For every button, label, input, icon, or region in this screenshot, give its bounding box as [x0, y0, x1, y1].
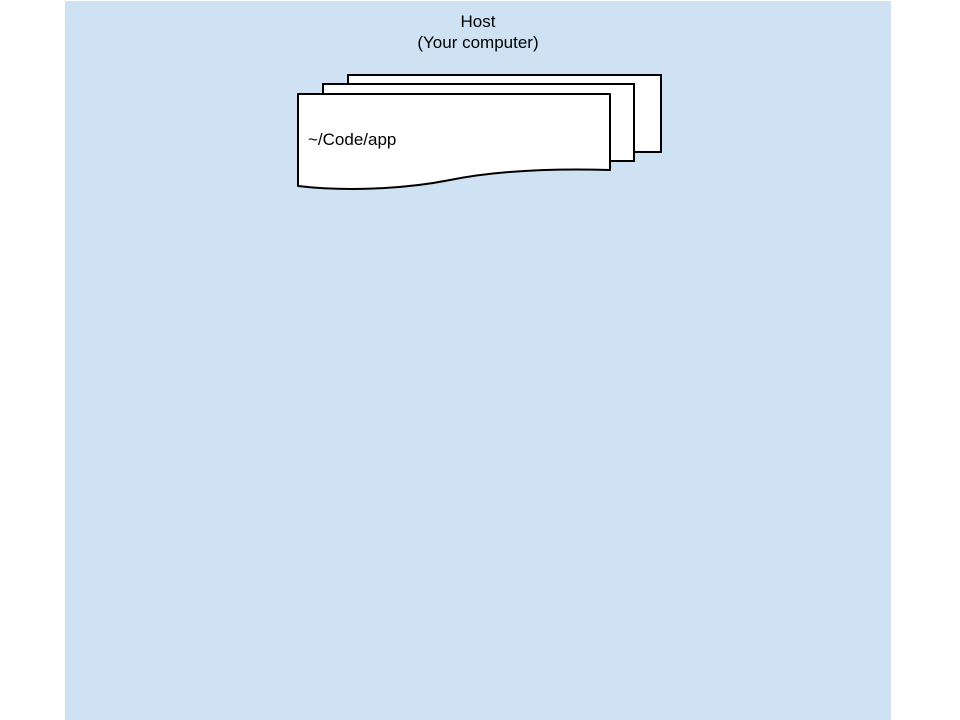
- document-page-front: [297, 93, 611, 190]
- host-title-label: Host: [460, 12, 496, 31]
- host-title: Host (Your computer): [65, 11, 891, 53]
- host-subtitle-label: (Your computer): [417, 33, 539, 52]
- folder-path-label: ~/Code/app: [308, 130, 397, 149]
